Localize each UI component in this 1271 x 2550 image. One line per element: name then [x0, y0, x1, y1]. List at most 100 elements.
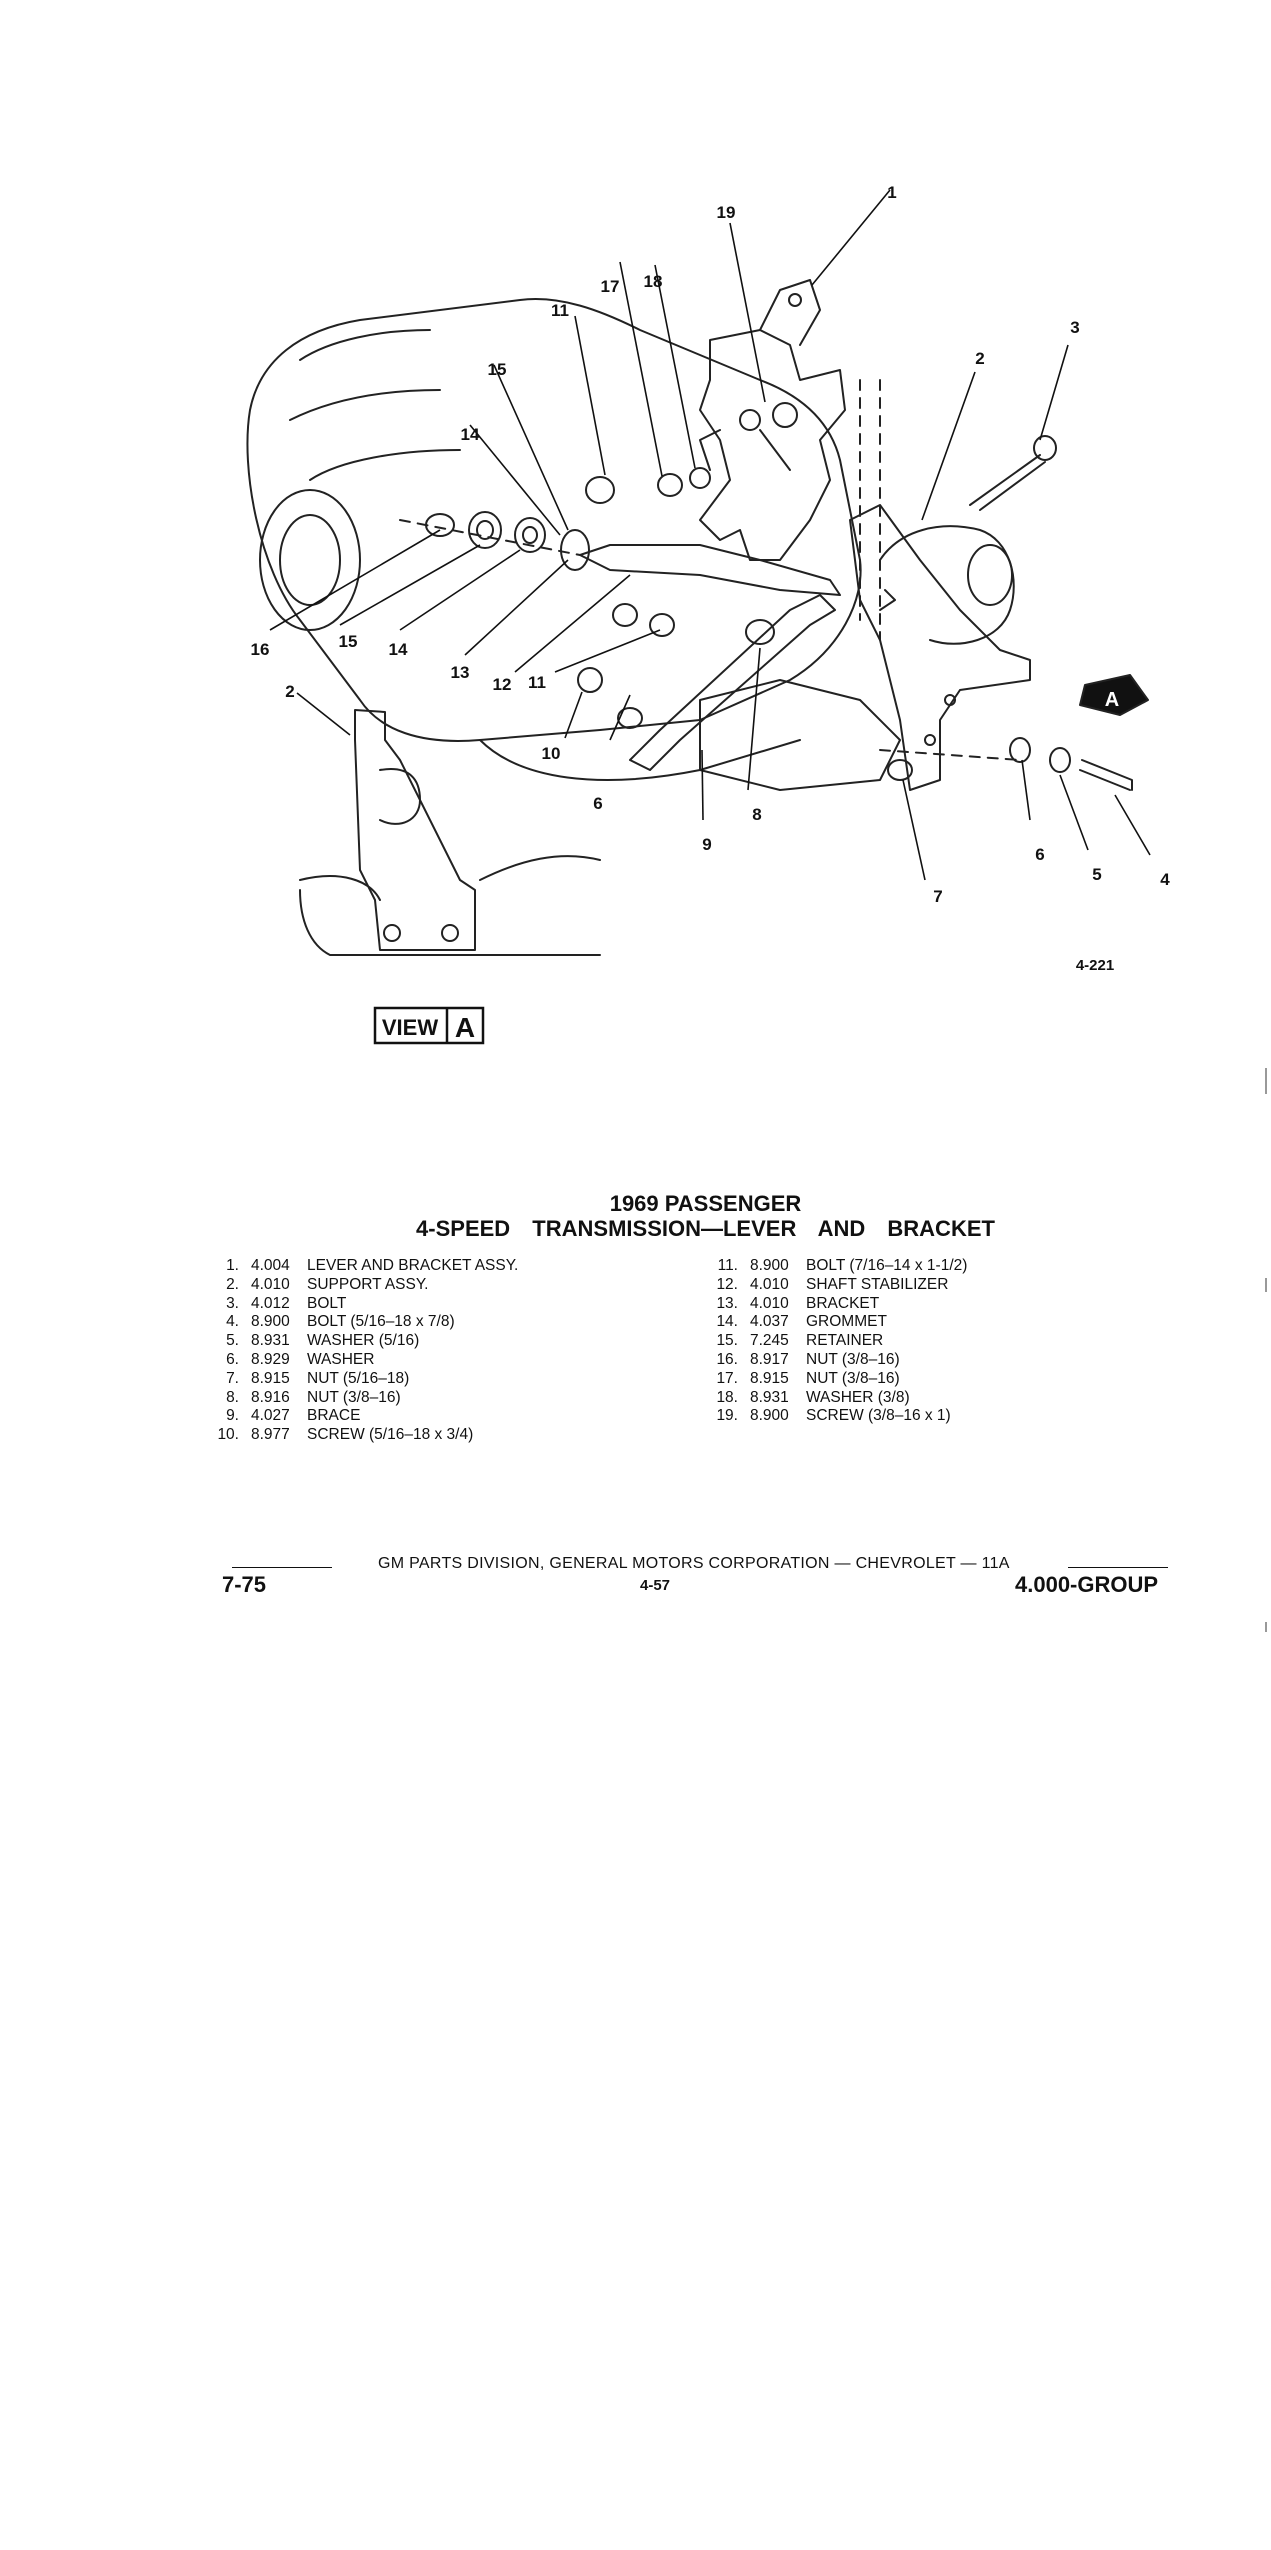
part-code: 4.037: [750, 1313, 789, 1331]
part-description: NUT (5/16–18): [307, 1369, 410, 1387]
part-description: GROMMET: [806, 1313, 887, 1331]
part-number: 18.: [716, 1388, 738, 1406]
callout-12: 12: [493, 675, 512, 694]
part-description: SCREW (3/8–16 x 1): [806, 1407, 951, 1425]
callout-14-bottom: 14: [389, 640, 408, 659]
footer-group: 4.000-GROUP: [1015, 1572, 1159, 1597]
parts-list-row: 2. 4.010 SUPPORT ASSY.: [213, 1276, 518, 1295]
part-number: 14.: [716, 1313, 738, 1331]
support-bracket: [849, 504, 1031, 791]
stabilizer-shaft: [579, 544, 841, 596]
parts-list-row: 18. 8.931 WASHER (3/8): [712, 1389, 967, 1408]
part-description: LEVER AND BRACKET ASSY.: [307, 1257, 519, 1274]
part-code: 4.012: [251, 1294, 290, 1312]
footer-rule-right: [1068, 1567, 1168, 1568]
part-description: BRACE: [307, 1407, 361, 1425]
part-number: 16.: [716, 1350, 738, 1368]
callout-15-top: 15: [488, 360, 507, 379]
part-code: 7.245: [750, 1332, 789, 1350]
part-number: 5.: [226, 1332, 239, 1350]
callout-19: 19: [717, 203, 736, 222]
part-description: NUT (3/8–16): [307, 1388, 401, 1406]
scan-mark: [1265, 1622, 1267, 1632]
part-code: 8.931: [750, 1388, 789, 1406]
callout-6-right: 6: [1035, 845, 1044, 864]
callout-7: 7: [933, 887, 942, 906]
part-code: 8.917: [750, 1350, 789, 1368]
part-description: SUPPORT ASSY.: [307, 1275, 429, 1293]
page-title-line1: 1969 PASSENGER: [609, 1191, 802, 1216]
part-number: 9.: [226, 1407, 239, 1425]
parts-list-row: 17. 8.915 NUT (3/8–16): [712, 1370, 967, 1389]
part-code: 8.900: [750, 1257, 789, 1274]
part-code: 8.929: [251, 1350, 290, 1368]
footer-division-text: GM PARTS DIVISION, GENERAL MOTORS CORPOR…: [378, 1555, 1010, 1572]
callout-14-top: 14: [461, 425, 480, 444]
parts-list-row: 15. 7.245 RETAINER: [712, 1332, 967, 1351]
part-number: 11.: [717, 1257, 738, 1274]
part-code: 8.900: [750, 1407, 789, 1425]
part-code: 4.010: [251, 1275, 290, 1293]
footer-rule-left: [232, 1567, 332, 1568]
part-code: 8.916: [251, 1388, 290, 1406]
footer-left-page: 7-75: [222, 1572, 267, 1597]
part-number: 15.: [716, 1332, 738, 1350]
part-code: 8.977: [251, 1426, 290, 1444]
parts-list-row: 8. 8.916 NUT (3/8–16): [213, 1389, 518, 1408]
part-number: 12.: [716, 1275, 738, 1293]
callout-1: 1: [887, 183, 896, 202]
part-number: 6.: [226, 1350, 239, 1368]
callout-16: 16: [251, 640, 270, 659]
part-code: 8.915: [750, 1369, 789, 1387]
page-title-line2: 4-SPEED TRANSMISSION—LEVER AND BRACKET: [416, 1216, 995, 1241]
part-code: 4.010: [750, 1294, 789, 1312]
view-arrow: [1079, 674, 1149, 716]
part-number: 17.: [716, 1369, 738, 1387]
callout-2-left: 2: [285, 682, 294, 701]
scan-mark: [1265, 1278, 1267, 1292]
callout-8: 8: [752, 805, 761, 824]
callout-6-left: 6: [593, 794, 602, 813]
part-description: WASHER (5/16): [307, 1332, 420, 1350]
callout-4: 4: [1160, 870, 1170, 889]
callout-10: 10: [542, 744, 561, 763]
part-description: SHAFT STABILIZER: [806, 1275, 949, 1293]
callout-17: 17: [601, 277, 620, 296]
view-a-label: VIEW A: [373, 1006, 485, 1045]
view-label-text: VIEW: [382, 1015, 438, 1040]
brace: [629, 594, 836, 771]
part-number: 10.: [217, 1426, 239, 1444]
parts-diagram: 1 19 17 18 11 15 14 2 3 16 15 14 13 12 1…: [246, 183, 1170, 1045]
part-description: RETAINER: [806, 1332, 884, 1350]
transmission-housing: [246, 298, 862, 742]
callout-15-bottom: 15: [339, 632, 358, 651]
view-label-letter: A: [455, 1012, 475, 1043]
part-number: 4.: [226, 1313, 239, 1331]
part-description: NUT (3/8–16): [806, 1350, 900, 1368]
part-description: NUT (3/8–16): [806, 1369, 900, 1387]
part-description: BRACKET: [806, 1294, 880, 1312]
part-code: 4.004: [251, 1257, 290, 1274]
part-code: 8.915: [251, 1369, 290, 1387]
part-description: WASHER (3/8): [806, 1388, 910, 1406]
parts-list-row: 13. 4.010 BRACKET: [712, 1295, 967, 1314]
callout-5: 5: [1092, 865, 1101, 884]
part-description: BOLT: [307, 1294, 347, 1312]
part-number: 2.: [226, 1275, 239, 1293]
parts-list-row: 14. 4.037 GROMMET: [712, 1313, 967, 1332]
callout-11-top: 11: [551, 301, 569, 320]
part-number: 8.: [226, 1388, 239, 1406]
part-number: 13.: [716, 1294, 738, 1312]
view-a-inset: [354, 709, 476, 951]
callout-2-right: 2: [975, 349, 984, 368]
parts-list-row: 16. 8.917 NUT (3/8–16): [712, 1351, 967, 1370]
